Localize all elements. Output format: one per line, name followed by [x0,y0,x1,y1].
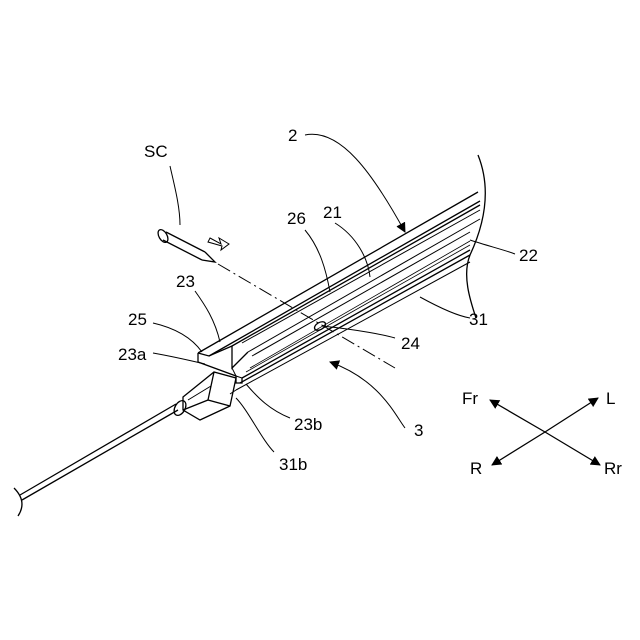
label-23b: 23b [294,415,322,434]
tube [230,262,470,394]
label-r: R [470,459,482,478]
label-21: 21 [323,203,342,222]
reference-labels: 2 SC 21 26 22 23 25 31 24 23a 23b 3 31b [118,126,538,474]
rear-arrow-icon [545,432,600,465]
rail-body [198,155,485,383]
label-rr: Rr [604,459,622,478]
connector [14,372,236,516]
label-31: 31 [469,310,488,329]
left-arrow-icon [545,398,598,432]
label-24: 24 [401,334,420,353]
insertion-arrow-icon [208,238,229,250]
label-22: 22 [519,246,538,265]
front-arrow-icon [490,400,545,432]
screw-sc [156,228,395,368]
label-sc: SC [144,142,168,161]
label-23a: 23a [118,345,147,364]
label-26: 26 [287,209,306,228]
leader-lines [153,134,515,452]
direction-compass: Fr L R Rr [462,389,622,478]
label-3: 3 [414,421,423,440]
label-fr: Fr [462,389,478,408]
label-25: 25 [128,310,147,329]
label-l: L [606,389,615,408]
label-23: 23 [176,272,195,291]
label-2: 2 [288,126,297,145]
right-arrow-icon [492,432,545,465]
label-31b: 31b [279,455,307,474]
